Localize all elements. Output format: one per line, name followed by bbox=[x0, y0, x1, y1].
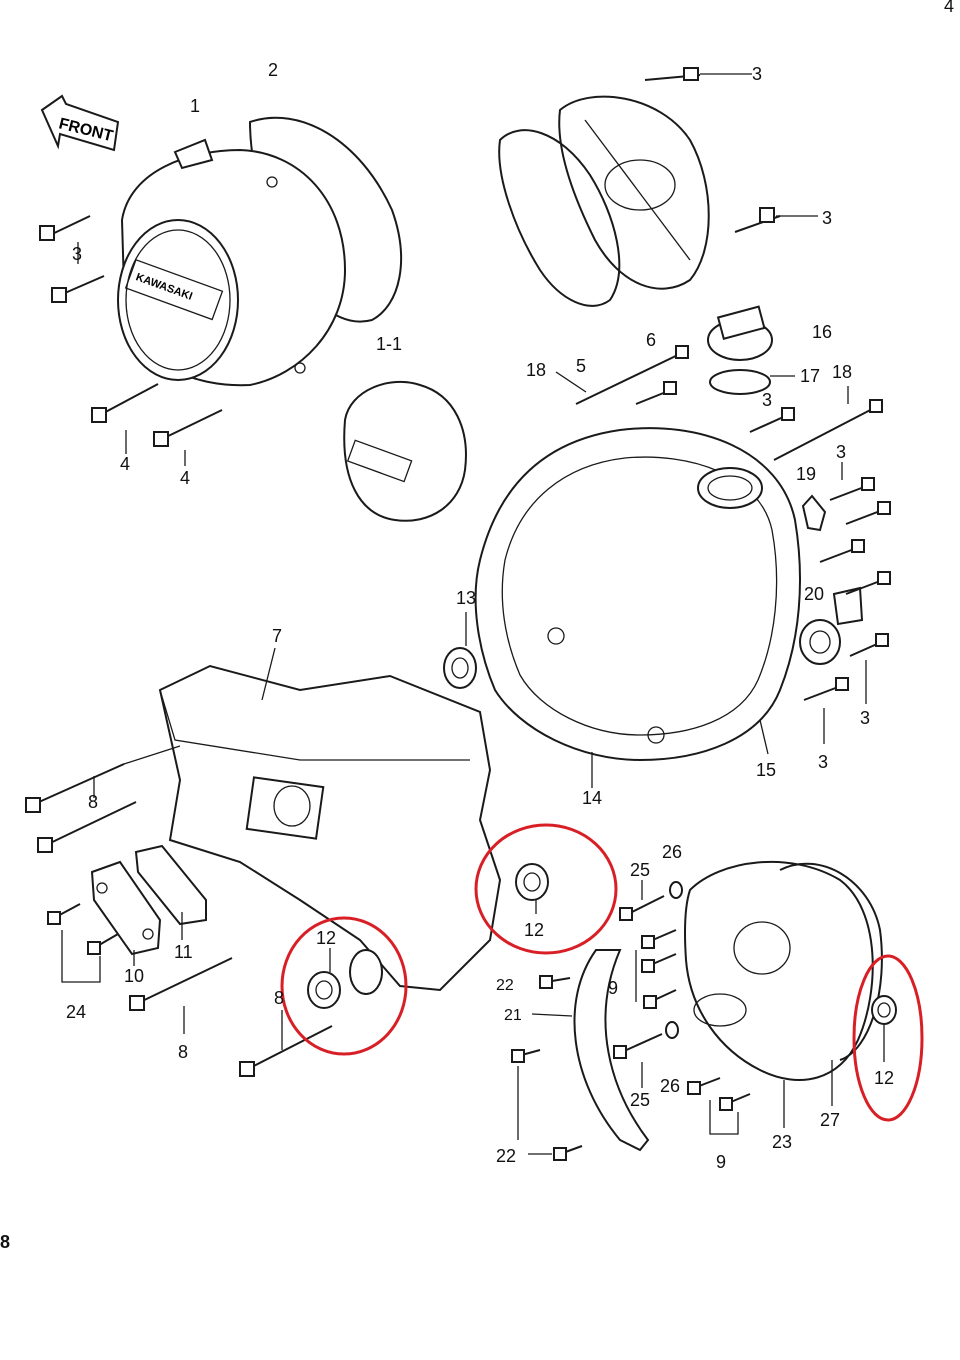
bolt-group-part-24 bbox=[47, 903, 119, 983]
bolt-part-3-mid bbox=[635, 381, 677, 405]
label-part-14: 14 bbox=[582, 788, 602, 808]
label-part-21: 21 bbox=[504, 1007, 522, 1024]
clutch-cover-part-6 bbox=[558, 95, 710, 290]
label-part-3-mid: 3 bbox=[762, 390, 772, 410]
label-part-7: 7 bbox=[272, 626, 282, 646]
gasket-part-11 bbox=[134, 844, 207, 940]
bolt-group-part-3-right bbox=[803, 462, 891, 744]
generator-cover-part-1: KAWASAKI bbox=[117, 138, 347, 387]
cover-part-23 bbox=[684, 860, 874, 1128]
bolt-part-3-right bbox=[734, 207, 818, 233]
label-part-17: 17 bbox=[800, 366, 820, 386]
label-part-16: 16 bbox=[812, 322, 832, 342]
label-part-8-b: 8 bbox=[274, 988, 284, 1008]
bolt-part-22-lower-a bbox=[511, 1049, 541, 1140]
highlight-circle-left bbox=[280, 916, 408, 1056]
chain-guide-part-21 bbox=[573, 949, 650, 1152]
highlight-circle-mid bbox=[474, 823, 618, 955]
bolt-part-8-upper bbox=[25, 745, 181, 813]
label-part-3-r1: 3 bbox=[836, 442, 846, 462]
bracket-part-20-plate bbox=[832, 586, 864, 626]
oil-seal-part-12-left bbox=[307, 948, 383, 1009]
label-part-12-c: 12 bbox=[874, 1068, 894, 1088]
label-part-12-b: 12 bbox=[524, 920, 544, 940]
label-part-11: 11 bbox=[174, 942, 193, 962]
label-part-5: 5 bbox=[576, 356, 586, 376]
label-part-25-a: 25 bbox=[630, 860, 650, 880]
bolt-part-3-left-upper bbox=[39, 215, 91, 241]
label-part-26-a: 26 bbox=[662, 842, 682, 862]
label-part-15: 15 bbox=[756, 760, 776, 780]
bolt-part-25-upper bbox=[619, 880, 665, 921]
label-part-19: 19 bbox=[796, 464, 816, 484]
bolt-part-22-upper bbox=[539, 975, 571, 989]
label-part-22-a: 22 bbox=[496, 977, 514, 994]
bearing-part-20 bbox=[799, 619, 841, 665]
label-part-3-left: 3 bbox=[72, 244, 82, 264]
oil-seal-part-12-mid bbox=[515, 863, 549, 914]
bolt-part-3-top bbox=[644, 67, 752, 81]
label-part-24: 24 bbox=[66, 1002, 86, 1022]
bolt-part-8-bottom-mid bbox=[239, 1010, 333, 1077]
label-part-12-a: 12 bbox=[316, 928, 336, 948]
label-part-1: 1 bbox=[190, 96, 200, 116]
label-part-18-b: 18 bbox=[832, 362, 852, 382]
oil-seal-part-13 bbox=[443, 612, 477, 689]
label-part-8-c: 8 bbox=[178, 1042, 188, 1062]
label-part-20: 20 bbox=[804, 584, 824, 604]
label-part-25-b: 25 bbox=[630, 1090, 650, 1110]
bracket-part-19 bbox=[801, 494, 827, 532]
label-part-6: 6 bbox=[646, 330, 656, 350]
label-part-26-b: 26 bbox=[660, 1076, 680, 1096]
gasket-part-27 bbox=[779, 862, 883, 1061]
label-part-4-b: 4 bbox=[180, 468, 190, 488]
oil-filler-cap-part-16 bbox=[707, 305, 773, 361]
bolt-part-4-b bbox=[153, 409, 223, 466]
bolt-group-part-9-lower bbox=[687, 1077, 751, 1135]
label-part-23: 23 bbox=[772, 1132, 792, 1152]
page-marker: 4 bbox=[944, 0, 954, 16]
long-bolt-part-18-right bbox=[773, 386, 883, 461]
bolt-part-3-mid-right bbox=[749, 407, 795, 433]
cover-plate-part-10 bbox=[90, 860, 162, 966]
label-part-4-a: 4 bbox=[120, 454, 130, 474]
long-bolt-part-18-left bbox=[555, 345, 689, 405]
gasket-part-5 bbox=[498, 129, 621, 307]
bolt-group-part-9-upper bbox=[635, 929, 677, 1009]
label-part-10: 10 bbox=[124, 966, 144, 986]
label-part-9-a: 9 bbox=[608, 978, 618, 998]
oil-seal-part-12-right bbox=[871, 995, 897, 1062]
sprocket-cover-part-7 bbox=[158, 647, 502, 992]
generator-cover-part-1-1 bbox=[343, 380, 467, 522]
bolt-part-8-bottom-left bbox=[129, 957, 233, 1034]
edge-marker: 8 bbox=[0, 1232, 10, 1252]
label-part-27: 27 bbox=[820, 1110, 840, 1130]
label-part-3-r2: 3 bbox=[860, 708, 870, 728]
bolt-part-25-lower bbox=[613, 1033, 663, 1088]
bolt-part-8-lower bbox=[37, 801, 137, 853]
bolt-part-22-lower-b bbox=[528, 1145, 583, 1161]
label-part-8-a: 8 bbox=[88, 792, 98, 812]
label-part-1-1: 1-1 bbox=[376, 334, 402, 354]
label-part-2: 2 bbox=[268, 60, 278, 80]
washer-part-26-upper bbox=[669, 881, 683, 899]
washer-part-26-lower bbox=[665, 1021, 679, 1039]
highlight-circle-right bbox=[852, 954, 924, 1122]
label-part-9-b: 9 bbox=[716, 1152, 726, 1172]
label-part-3-right: 3 bbox=[822, 208, 832, 228]
label-part-18-a: 18 bbox=[526, 360, 546, 380]
o-ring-part-17 bbox=[709, 369, 771, 395]
label-part-13: 13 bbox=[456, 588, 476, 608]
label-part-3-r3: 3 bbox=[818, 752, 828, 772]
bolt-part-3-left-lower bbox=[51, 242, 105, 303]
label-part-3-top: 3 bbox=[752, 64, 762, 84]
bolt-part-4-a bbox=[91, 383, 159, 454]
label-part-22-b: 22 bbox=[496, 1146, 516, 1166]
clutch-housing-cover-part-14 bbox=[474, 427, 801, 762]
